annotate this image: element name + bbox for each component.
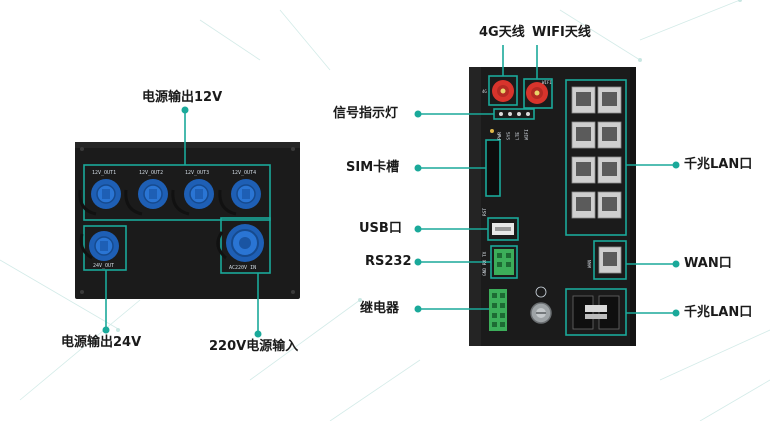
label-lan-bottom: 千兆LAN口 (684, 305, 753, 320)
silk-12v-out1: 12V_OUT1 (92, 170, 117, 176)
lan-block-bottom (565, 288, 627, 336)
label-wifi-antenna: WIFI天线 (532, 25, 591, 40)
silk-wifi: WIFI (542, 80, 552, 85)
port-12v-2 (124, 179, 168, 216)
label-220v-input: 220V电源输入 (209, 339, 299, 354)
silk-wan: WAN (588, 259, 593, 268)
port-24v (79, 231, 119, 261)
silk-24v-out: 24V_OUT (93, 263, 115, 269)
silk-rst: RST (483, 207, 488, 216)
highlight-12v-ports (83, 164, 271, 221)
highlight-antenna-wifi (523, 78, 553, 109)
silk-4g: 4G (482, 89, 487, 94)
leader-dots-right (414, 110, 680, 317)
label-usb: USB口 (359, 221, 402, 236)
label-24v-output: 电源输出24V (61, 335, 142, 350)
silk-led-wifi: WIFI (525, 129, 530, 140)
rs232-terminal (490, 245, 518, 279)
label-sim-slot: SIM卡槽 (346, 160, 400, 175)
highlight-220v-port (220, 217, 271, 274)
label-rs232: RS232 (365, 254, 412, 269)
port-12v-4 (218, 179, 261, 216)
ground-screw (530, 286, 552, 324)
sim-slot (485, 139, 501, 197)
antenna-4g (492, 80, 514, 102)
label-12v-output: 电源输出12V (142, 90, 223, 105)
silk-rs232-pins: GND RX TX (483, 251, 488, 276)
silk-12v-out4: 12V_OUT4 (232, 170, 257, 176)
leader-dots-left (102, 106, 262, 338)
lan-block-top (565, 79, 627, 236)
port-12v-3 (171, 179, 214, 216)
label-lan-top: 千兆LAN口 (684, 157, 753, 172)
leader-lines-right (418, 45, 676, 314)
wan-port (593, 240, 627, 280)
label-wan: WAN口 (684, 256, 732, 271)
silk-led-sys: SYS (507, 131, 512, 140)
silk-220v-in: AC220V IN (229, 265, 257, 271)
silk-12v-out3: 12V_OUT3 (185, 170, 210, 176)
silk-led-pwr: PWR (498, 131, 503, 140)
label-4g-antenna: 4G天线 (479, 25, 525, 40)
silk-12v-out2: 12V_OUT2 (139, 170, 164, 176)
port-220v (216, 224, 264, 262)
relay-terminal (489, 289, 507, 331)
port-12v-1 (78, 179, 121, 216)
signal-leds (490, 108, 535, 133)
antenna-wifi (526, 82, 548, 104)
leader-lines-left (105, 110, 259, 334)
label-signal-led: 信号指示灯 (333, 106, 399, 121)
silk-led-lte: LTE (516, 131, 521, 140)
label-relay: 继电器 (360, 301, 400, 316)
